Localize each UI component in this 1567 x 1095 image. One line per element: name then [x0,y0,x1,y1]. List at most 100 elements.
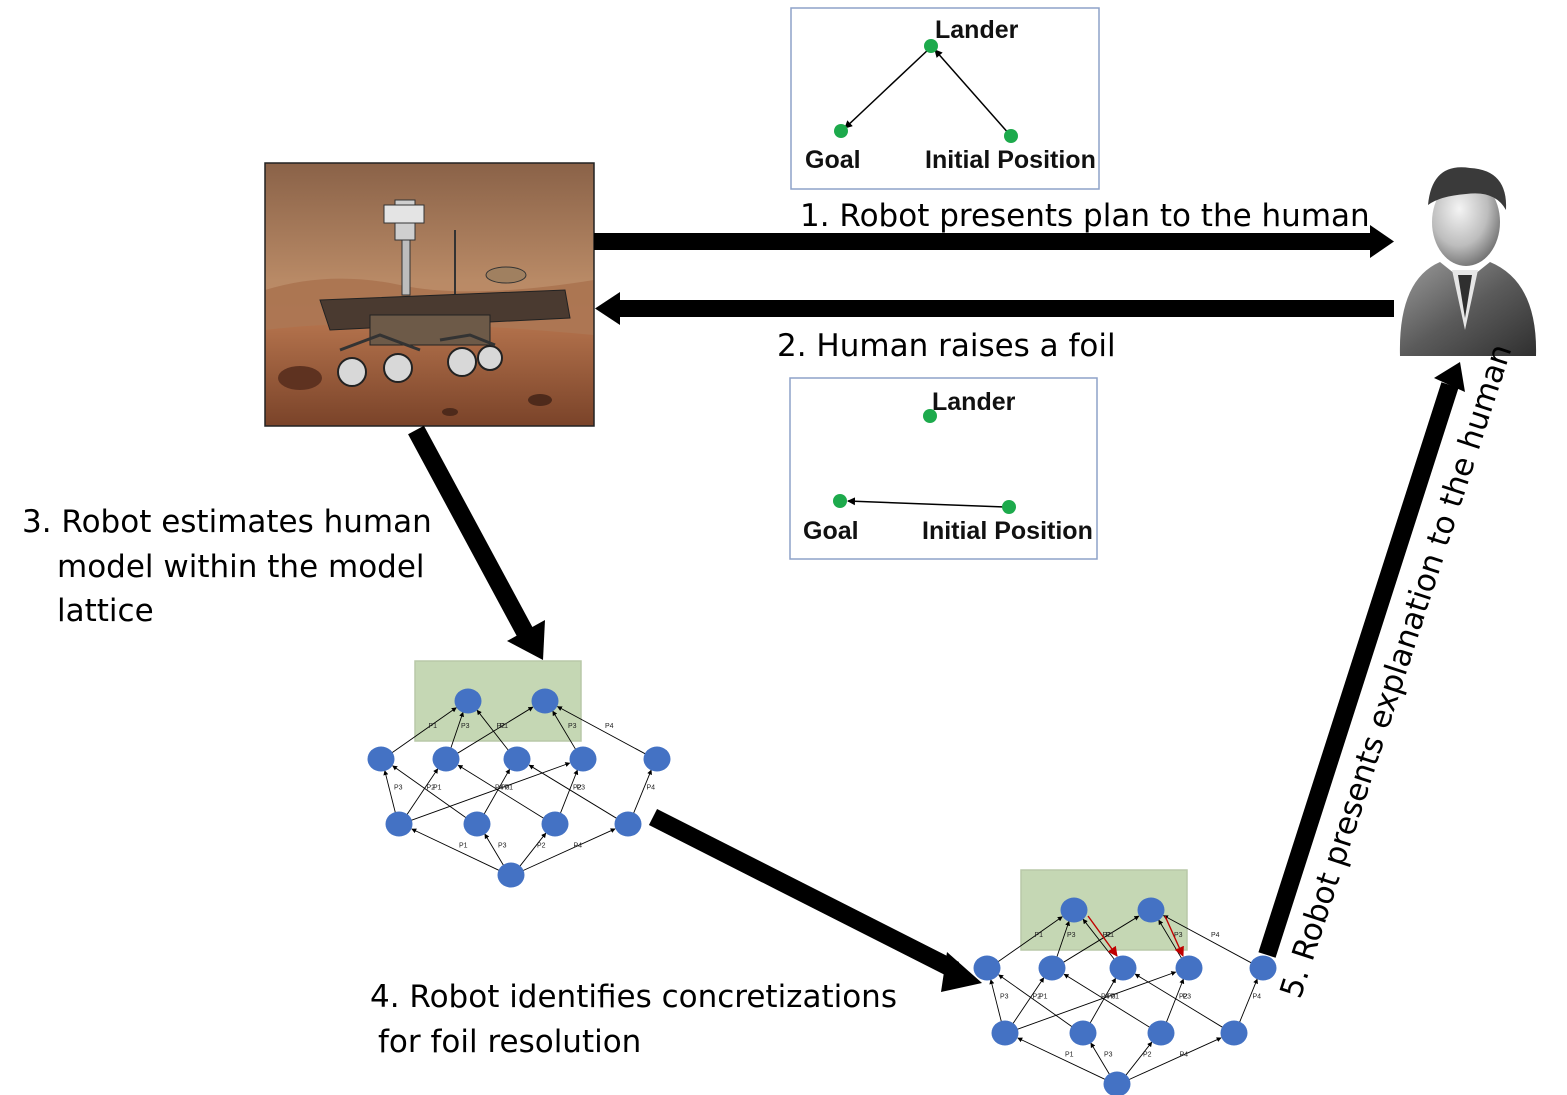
lattice-edge-label: P1 [1065,1052,1074,1059]
lattice-edge-label: P3 [577,785,586,792]
lattice-edge-label: P1 [433,785,442,792]
lattice-edge-label: P2 [537,843,546,850]
human-avatar-icon [1399,167,1537,356]
lattice-node [991,1020,1019,1046]
lattice-edge-label: P4 [1180,1052,1189,1059]
robot-rover-image [264,162,595,427]
lattice-edge [483,768,511,815]
lattice-edge [411,762,571,821]
lattice-node [531,688,559,714]
arrow-foil-to-robot [595,292,1394,325]
model-lattice-estimate: P3P2P4P1P3P1P2P3P4P1P3P2P4P1P3P1P2P3P4 [367,660,671,888]
lattice-edge [1012,977,1045,1025]
lattice-edge-label: P2 [573,785,582,792]
model-lattice-concretization: P3P2P4P1P3P1P2P3P4P1P3P2P4P1P3P1P2P3P4 [973,869,1277,1095]
lattice-edge-label: P1 [1106,932,1115,939]
lattice-edge [1056,920,1070,958]
step-3-line-3: lattice [57,593,154,629]
lattice-node [503,746,531,772]
lattice-edge-label: P4 [605,723,614,730]
lattice-edge [476,709,509,751]
lattice-edge-label: P4 [1253,994,1262,1001]
lattice-edge [1063,973,1151,1028]
step-3-line-2: model within the model [57,549,425,585]
lattice-edge-label: P1 [1111,994,1120,1001]
lattice-edge-label: P2 [1103,932,1112,939]
lattice-edge [528,764,618,819]
lattice-edge-label: P4 [574,843,583,850]
lattice-edge [559,769,579,815]
lattice-edge [1162,915,1252,964]
lattice-edge [1017,1037,1106,1080]
lattice-edge-label: P3 [1174,932,1183,939]
lattice-edge [411,828,500,871]
lattice-node [541,811,569,837]
step-5-label: 5. Robot presents explanation to the hum… [1273,340,1519,1003]
lattice-edge-label: P1 [459,843,468,850]
lattice-edge-label: P4 [1211,932,1220,939]
lattice-node [1249,955,1277,981]
arrow-robot-to-lattice [408,425,545,660]
lattice-edge [383,770,396,814]
initial-position-node [1004,129,1018,143]
lattice-edge [632,769,652,815]
goal-node [833,494,847,508]
lattice-edge-label: P1 [500,723,509,730]
lattice-node [569,746,597,772]
lattice-edge-label: P3 [1067,932,1076,939]
lander-label: Lander [935,16,1019,44]
goal-label: Goal [805,146,861,174]
lattice-node [1147,1020,1175,1046]
initial-position-label: Initial Position [922,517,1093,545]
lattice-node [1137,897,1165,923]
concretization-arrow [1087,915,1118,957]
lattice-node [1103,1071,1131,1095]
lattice-edge-label: P3 [1183,994,1192,1001]
lattice-edge [556,706,646,755]
step-2-label: 2. Human raises a foil [777,328,1116,364]
lattice-node [454,688,482,714]
lattice-edge-label: P3 [568,723,577,730]
lattice-edge [522,828,616,872]
lattice-edge-label: P1 [1035,932,1044,939]
lattice-edge [1090,1042,1111,1076]
lattice-edge [552,710,577,751]
plan-map-box: Lander Goal Initial Position [790,7,1100,190]
lattice-edge-label: P2 [1143,1052,1152,1059]
step-3-label: 3. Robot estimates human model within th… [22,504,442,629]
lattice-edge-label: P2 [497,723,506,730]
initial-position-node [1002,500,1016,514]
foil-map-box: Lander Goal Initial Position [789,377,1098,560]
arrow-explanation-to-human [1258,362,1465,958]
step-4-line-1: 4. Robot identifies concretizations [370,979,897,1015]
lattice-edge [989,979,1002,1023]
arrow-lattice-to-concretization [648,808,982,992]
lattice-edge-label: P3 [1000,994,1009,1001]
lattice-node [1175,955,1203,981]
lattice-edge-label: P3 [461,723,470,730]
initial-position-label: Initial Position [925,146,1096,174]
lander-node [923,409,937,423]
lattice-edge [484,833,505,867]
lattice-edge-label: P1 [429,723,438,730]
lattice-edge-label: P2 [427,785,436,792]
lattice-node [614,811,642,837]
lattice-node [1220,1020,1248,1046]
lattice-edge [406,768,439,816]
lattice-node [973,955,1001,981]
lattice-edge-label: P3 [498,843,507,850]
lattice-edge-label: P1 [505,785,514,792]
arrow-plan-to-human [594,225,1394,258]
goal-label: Goal [803,517,859,545]
step-3-line-1: 3. Robot estimates human [22,504,432,540]
lattice-edge [392,765,467,819]
lattice-node [385,811,413,837]
lattice-edge [450,711,464,749]
lattice-edge [1062,915,1140,963]
lattice-node [1109,955,1137,981]
step-1-label: 1. Robot presents plan to the human [800,198,1370,234]
lattice-edge-label: P2 [1033,994,1042,1001]
lattice-node [643,746,671,772]
lattice-edge-label: P1 [1039,994,1048,1001]
